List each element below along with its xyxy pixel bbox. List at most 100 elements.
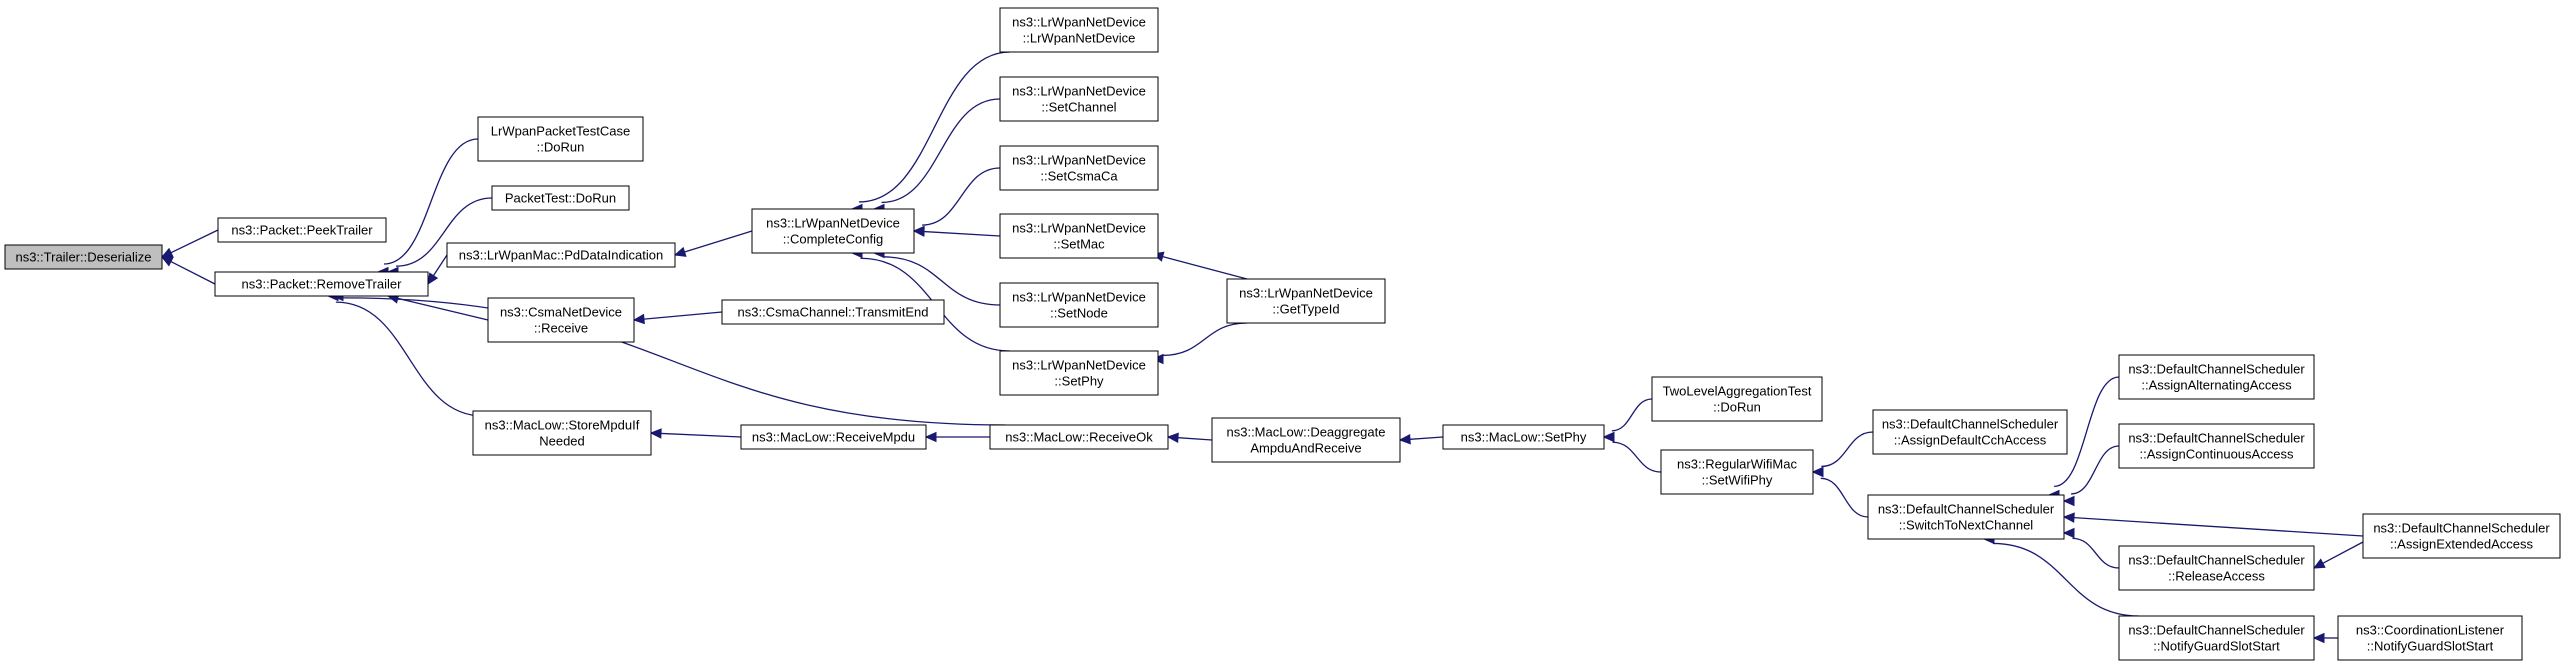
node-label: ns3::LrWpanNetDevice [1012, 358, 1146, 373]
node-label: ns3::Packet::RemoveTrailer [242, 277, 403, 292]
graph-node-n13[interactable]: ns3::LrWpanNetDevice::SetCsmaCa [999, 145, 1159, 191]
graph-node-n14[interactable]: ns3::LrWpanNetDevice::SetMac [999, 213, 1159, 259]
arrowhead-icon [160, 247, 174, 258]
node-box [740, 424, 927, 450]
node-box [487, 297, 635, 343]
arrowhead-icon [1602, 431, 1615, 443]
graph-edge [872, 98, 1001, 215]
arrowhead-icon [2312, 632, 2325, 644]
graph-node-n2[interactable]: ns3::Packet::RemoveTrailer [214, 271, 429, 297]
arrowhead-icon [160, 256, 174, 267]
graph-node-n22[interactable]: ns3::RegularWifiMac::SetWifiPhy [1660, 449, 1814, 495]
node-label: ns3::LrWpanMac::PdDataIndication [459, 248, 664, 263]
graph-node-n23[interactable]: ns3::DefaultChannelScheduler::AssignDefa… [1872, 409, 2068, 455]
graph-node-n3[interactable]: LrWpanPacketTestCase::DoRun [477, 116, 644, 162]
node-label: ::SwitchToNextChannel [1899, 518, 2034, 533]
graph-node-n24[interactable]: ns3::DefaultChannelScheduler::SwitchToNe… [1867, 494, 2065, 540]
node-label: ::NotifyGuardSlotStart [2367, 639, 2494, 654]
graph-edge [1151, 251, 1248, 280]
node-label: ns3::Packet::PeekTrailer [231, 223, 373, 238]
graph-node-n26[interactable]: ns3::DefaultChannelScheduler::AssignCont… [2118, 423, 2315, 469]
graph-node-n29[interactable]: ns3::DefaultChannelScheduler::NotifyGuar… [2118, 615, 2315, 661]
arrowhead-icon [649, 428, 662, 439]
node-box [1226, 278, 1386, 324]
arrowhead-icon [2062, 527, 2075, 539]
node-label: ns3::DefaultChannelScheduler [2128, 553, 2305, 568]
edge-line [643, 311, 723, 320]
graph-edge [649, 428, 742, 439]
node-label: ns3::MacLow::StoreMpduIf [485, 418, 640, 433]
graph-edge [673, 230, 753, 257]
graph-node-n30[interactable]: ns3::CoordinationListener::NotifyGuardSl… [2337, 615, 2523, 661]
node-box [721, 299, 945, 325]
edge-line [170, 229, 219, 254]
node-label: ns3::MacLow::ReceiveMpdu [752, 430, 915, 445]
graph-node-n4[interactable]: PacketTest::DoRun [491, 185, 630, 211]
graph-node-n28[interactable]: ns3::DefaultChannelScheduler::ReleaseAcc… [2118, 545, 2315, 591]
node-label: ::SetNode [1050, 306, 1108, 321]
arrowhead-icon [1166, 432, 1179, 443]
node-box [2118, 423, 2315, 469]
graph-edge [1811, 466, 1869, 518]
node-label: ns3::DefaultChannelScheduler [2373, 521, 2550, 536]
node-label: ns3::DefaultChannelScheduler [1878, 502, 2055, 517]
edge-line [1820, 477, 1869, 518]
node-label: ::GetTypeId [1272, 302, 1339, 317]
graph-node-n21[interactable]: TwoLevelAggregationTest::DoRun [1651, 376, 1823, 422]
node-box [214, 271, 429, 297]
graph-node-n16[interactable]: ns3::LrWpanNetDevice::SetPhy [999, 350, 1159, 396]
edge-line [384, 138, 479, 265]
graph-node-n17[interactable]: ns3::MacLow::ReceiveOk [989, 424, 1169, 450]
arrowhead-icon [2062, 512, 2075, 523]
node-label: ::DoRun [1713, 400, 1761, 415]
node-box [999, 213, 1159, 259]
graph-edge [1151, 322, 1248, 365]
arrowhead-icon [924, 431, 937, 443]
graph-edge [2062, 527, 2120, 569]
graph-node-n0[interactable]: ns3::Trailer::Deserialize [4, 244, 163, 270]
graph-node-n10[interactable]: ns3::MacLow::ReceiveMpdu [740, 424, 927, 450]
node-label: ::AssignExtendedAccess [2390, 537, 2534, 552]
graph-edge [1398, 434, 1444, 445]
node-label: Needed [539, 434, 585, 449]
graph-node-n5[interactable]: ns3::LrWpanMac::PdDataIndication [446, 242, 676, 268]
arrowhead-icon [912, 226, 925, 237]
graph-node-n20[interactable]: ns3::MacLow::SetPhy [1442, 424, 1605, 450]
node-box [1867, 494, 2065, 540]
graph-edge [2312, 632, 2338, 644]
graph-node-n6[interactable]: ns3::CsmaNetDevice::Receive [487, 297, 635, 343]
node-label: ns3::LrWpanNetDevice [1012, 290, 1146, 305]
node-label: ns3::DefaultChannelScheduler [2128, 431, 2305, 446]
edge-line [1177, 437, 1213, 441]
node-box [4, 244, 163, 270]
node-box [999, 282, 1159, 328]
graph-node-n1[interactable]: ns3::Packet::PeekTrailer [217, 217, 387, 243]
node-box [1651, 376, 1823, 422]
graph-node-n18[interactable]: ns3::LrWpanNetDevice::GetTypeId [1226, 278, 1386, 324]
node-box [751, 208, 915, 254]
edge-line [883, 256, 1001, 306]
graph-node-n15[interactable]: ns3::LrWpanNetDevice::SetNode [999, 282, 1159, 328]
node-box [477, 116, 644, 162]
node-box [999, 350, 1159, 396]
graph-edge [872, 247, 1001, 306]
node-label: ::Receive [534, 321, 588, 336]
graph-node-n27[interactable]: ns3::DefaultChannelScheduler::AssignExte… [2362, 513, 2561, 559]
graph-node-n8[interactable]: ns3::LrWpanNetDevice::CompleteConfig [751, 208, 915, 254]
edge-line [335, 301, 484, 417]
node-label: ::SetCsmaCa [1040, 169, 1118, 184]
node-label: ::AssignContinuousAccess [2140, 447, 2294, 462]
arrowhead-icon [427, 272, 439, 286]
graph-node-n25[interactable]: ns3::DefaultChannelScheduler::AssignAlte… [2118, 354, 2315, 400]
node-box [999, 76, 1159, 122]
edge-line [170, 260, 216, 285]
graph-node-n12[interactable]: ns3::LrWpanNetDevice::SetChannel [999, 76, 1159, 122]
node-label: ::SetChannel [1041, 100, 1116, 115]
graph-edge [924, 431, 990, 443]
graph-node-n11[interactable]: ns3::LrWpanNetDevice::LrWpanNetDevice [999, 7, 1159, 53]
node-box [1211, 417, 1401, 463]
node-box [1872, 409, 2068, 455]
graph-node-n9[interactable]: ns3::CsmaChannel::TransmitEnd [721, 299, 945, 325]
